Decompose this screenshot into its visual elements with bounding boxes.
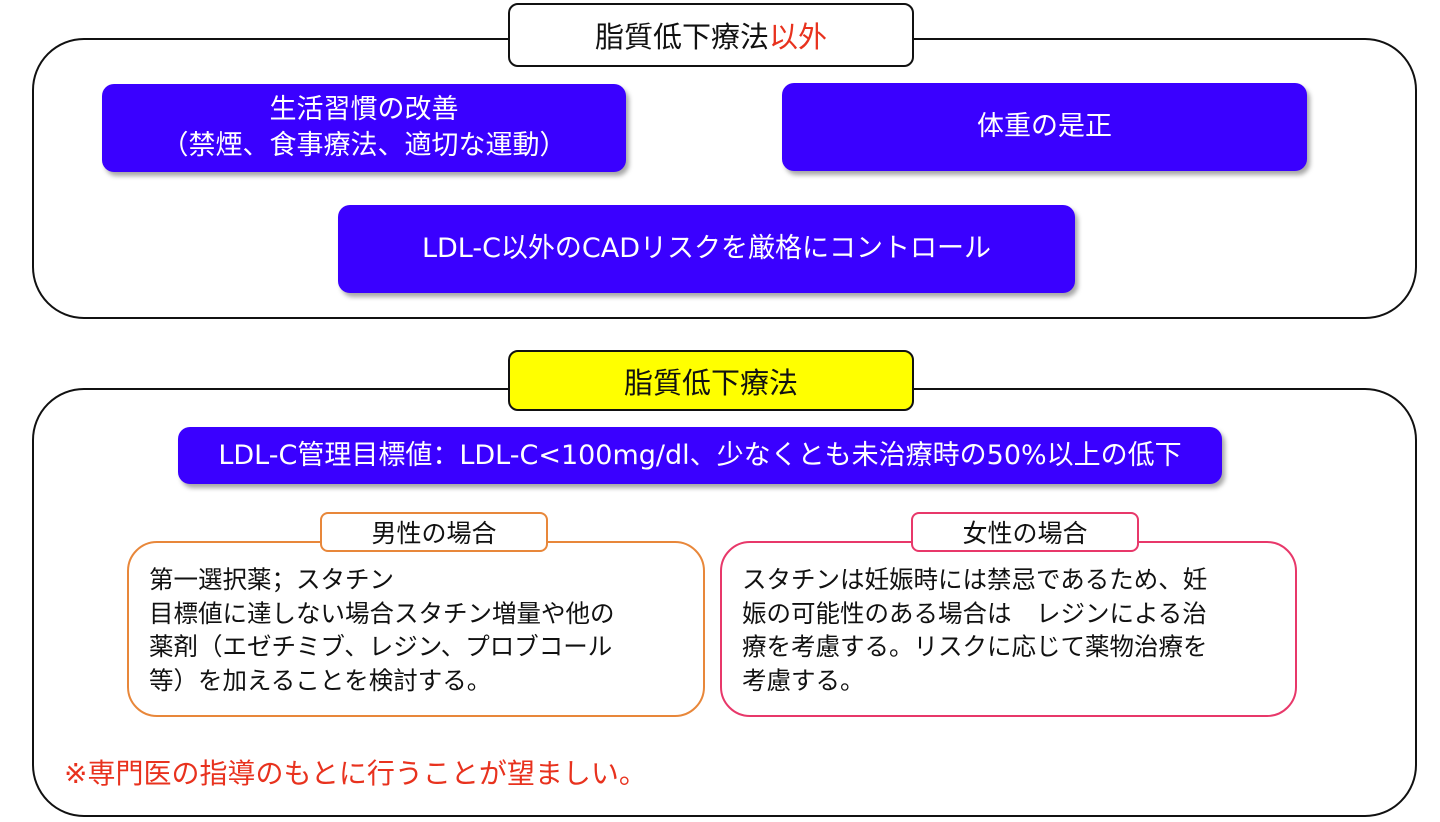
women-line: スタチンは妊娠時には禁忌であるため、妊 <box>742 565 1208 594</box>
lifestyle-line2: （禁煙、食事療法、適切な運動） <box>161 130 567 161</box>
cad-risk-box: LDL-C以外のCADリスクを厳格にコントロール <box>338 205 1075 293</box>
ldl-target-box: LDL-C管理目標値：LDL-C<100mg/dl、少なくとも未治療時の50%以… <box>178 427 1222 484</box>
men-card: 第一選択薬；スタチン 目標値に達しない場合スタチン増量や他の 薬剤（エゼチミブ、… <box>127 541 705 717</box>
cad-risk-text: LDL-C以外のCADリスクを厳格にコントロール <box>421 233 992 264</box>
ldl-target-text: LDL-C管理目標値：LDL-C<100mg/dl、少なくとも未治療時の50%以… <box>218 439 1182 471</box>
title-text: 脂質低下療法 <box>623 365 798 400</box>
title-highlight: 以外 <box>769 20 828 54</box>
women-line: 療を考慮する。リスクに応じて薬物治療を <box>742 632 1208 661</box>
men-line: 等）を加えることを検討する。 <box>149 665 492 695</box>
men-line: 第一選択薬；スタチン <box>149 565 394 594</box>
lipid-therapy-title: 脂質低下療法 <box>508 350 914 411</box>
women-label: 女性の場合 <box>911 512 1139 552</box>
weight-text: 体重の是正 <box>977 111 1112 142</box>
lifestyle-line1: 生活習慣の改善 <box>269 94 459 125</box>
men-label-text: 男性の場合 <box>371 519 497 548</box>
specialist-note: ※専門医の指導のもとに行うことが望ましい。 <box>64 757 647 790</box>
women-line: 娠の可能性のある場合は レジンによる治 <box>742 598 1207 628</box>
title-text: 脂質低下療法 <box>594 20 769 54</box>
men-label: 男性の場合 <box>320 512 548 552</box>
women-label-text: 女性の場合 <box>962 519 1088 548</box>
women-line: 考慮する。 <box>742 665 865 695</box>
women-card: スタチンは妊娠時には禁忌であるため、妊 娠の可能性のある場合は レジンによる治 … <box>720 541 1297 717</box>
men-line: 薬剤（エゼチミブ、レジン、プロブコール <box>149 632 613 661</box>
lifestyle-box: 生活習慣の改善 （禁煙、食事療法、適切な運動） <box>102 84 626 172</box>
non-lipid-therapy-title: 脂質低下療法以外 <box>508 3 914 67</box>
weight-box: 体重の是正 <box>782 83 1307 171</box>
men-line: 目標値に達しない場合スタチン増量や他の <box>149 598 615 628</box>
